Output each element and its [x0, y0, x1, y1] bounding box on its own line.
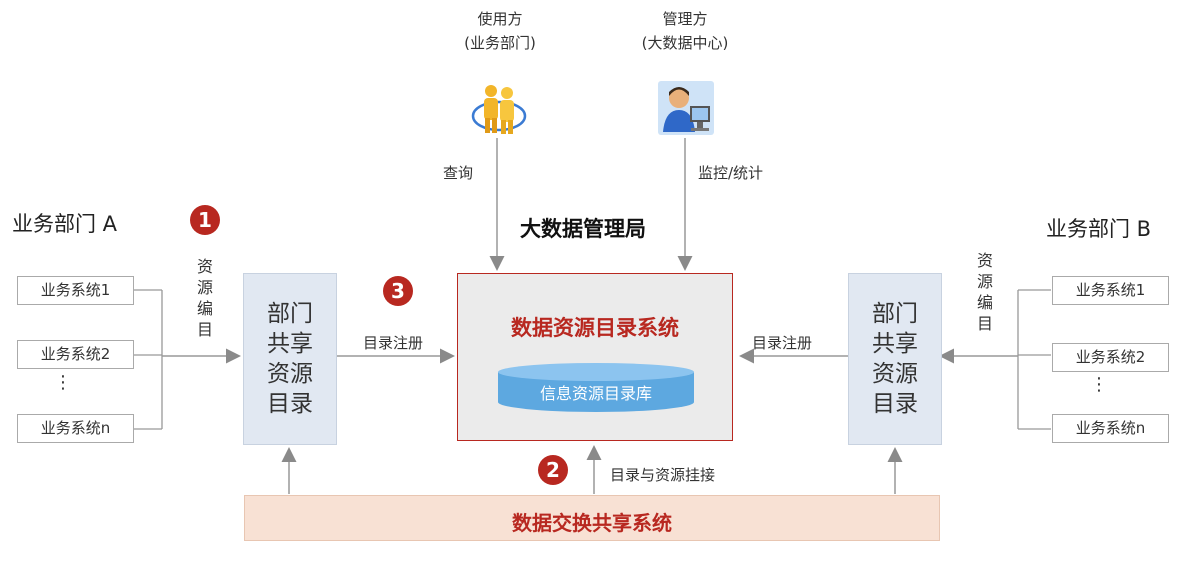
register-label-left: 目录注册 — [363, 334, 424, 352]
step-badge-3: 3 — [383, 276, 413, 306]
step-badge-2: 2 — [538, 455, 568, 485]
exchange-system-label: 数据交换共享系统 — [512, 511, 672, 535]
dept-b-catalog-label: 资源编目 — [976, 251, 993, 333]
admin-computer-icon — [657, 80, 715, 136]
dept-a-title: 业务部门 A — [12, 212, 118, 236]
dept-a-system-1: 业务系统1 — [17, 276, 134, 305]
users-icon — [471, 82, 527, 136]
data-exchange-sharing-system: 数据交换共享系统 — [244, 495, 940, 541]
admin-side-title: 管理方 — [662, 10, 708, 28]
monitor-label: 监控/统计 — [698, 164, 764, 182]
user-side-subtitle: (业务部门) — [464, 34, 536, 52]
info-resource-db-label: 信息资源目录库 — [539, 384, 652, 403]
admin-side-subtitle: (大数据中心) — [641, 34, 729, 52]
dept-b-shared-catalog-label: 部门共享资源目录 — [872, 301, 918, 417]
dept-a-ellipsis: ⋮ — [54, 372, 72, 393]
dept-b-system-2: 业务系统2 — [1052, 343, 1169, 372]
data-resource-catalog-system: 数据资源目录系统 信息资源目录库 — [457, 273, 733, 441]
query-label: 查询 — [443, 164, 474, 182]
center-system-title: 数据资源目录系统 — [511, 316, 679, 340]
bureau-title: 大数据管理局 — [520, 217, 646, 241]
dept-b-ellipsis: ⋮ — [1090, 374, 1108, 395]
user-side-title: 使用方 — [477, 10, 523, 28]
dept-b-title: 业务部门 B — [1046, 217, 1152, 241]
dept-b-system-n: 业务系统n — [1052, 414, 1169, 443]
step-badge-1: 1 — [190, 205, 220, 235]
dept-a-shared-catalog-label: 部门共享资源目录 — [267, 301, 313, 417]
dept-b-shared-catalog-box: 部门共享资源目录 — [848, 273, 942, 445]
info-resource-db: 信息资源目录库 — [496, 362, 696, 414]
dept-a-shared-catalog-box: 部门共享资源目录 — [243, 273, 337, 445]
mount-label: 目录与资源挂接 — [610, 466, 716, 484]
dept-a-catalog-label: 资源编目 — [196, 257, 213, 339]
dept-a-system-2: 业务系统2 — [17, 340, 134, 369]
dept-a-system-n: 业务系统n — [17, 414, 134, 443]
register-label-right: 目录注册 — [752, 334, 813, 352]
dept-b-system-1: 业务系统1 — [1052, 276, 1169, 305]
